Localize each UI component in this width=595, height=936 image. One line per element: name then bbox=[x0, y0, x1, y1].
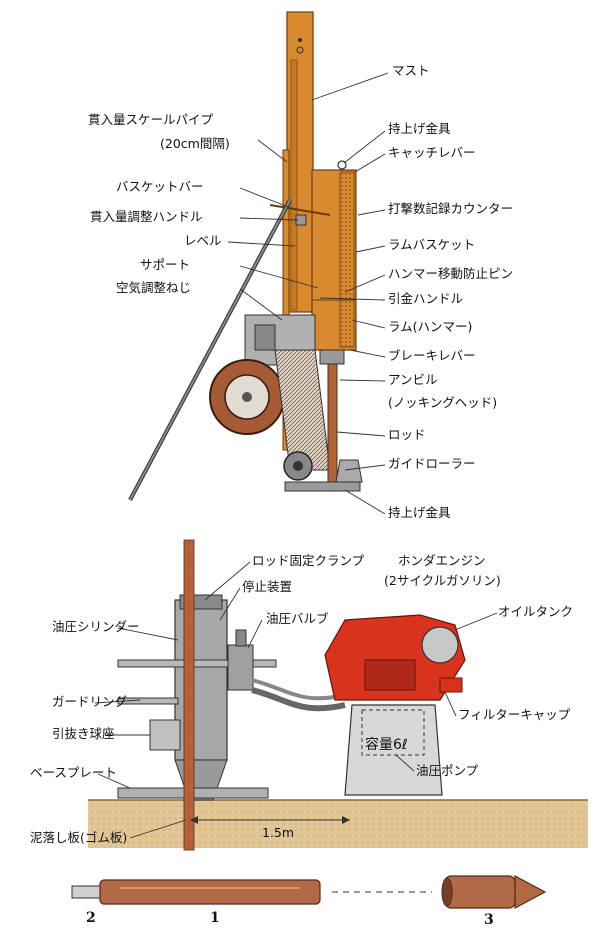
label-rod: ロッド bbox=[388, 427, 426, 442]
label-ram: ラム(ハンマー) bbox=[388, 319, 473, 334]
label-scale-interval: (20cm間隔) bbox=[160, 136, 230, 151]
label-brake-lever: ブレーキレバー bbox=[388, 348, 476, 363]
label-scale-pipe: 貫入量スケールパイプ bbox=[88, 112, 214, 127]
rod-part-number-1: 1 bbox=[210, 910, 220, 926]
pump-stand bbox=[344, 704, 443, 796]
label-mast: マスト bbox=[392, 63, 430, 78]
filter-cap bbox=[439, 677, 463, 693]
leader-lines-top bbox=[227, 72, 389, 515]
scale-pipe bbox=[282, 149, 290, 451]
label-blow-counter: 打撃数記録カウンター bbox=[388, 201, 514, 216]
label-lift-fitting-bottom: 持上げ金具 bbox=[388, 505, 451, 520]
label-knocking-head: (ノッキングヘッド) bbox=[388, 395, 498, 410]
rod-part-number-2: 2 bbox=[86, 910, 96, 926]
label-anvil: アンビル bbox=[388, 372, 438, 387]
label-filter-cap: フィルターキャップ bbox=[458, 707, 571, 722]
label-oil-tank: オイルタンク bbox=[498, 604, 574, 619]
rod bbox=[327, 363, 338, 483]
oil-tank bbox=[421, 626, 459, 664]
label-level: レベル bbox=[184, 233, 222, 248]
rod-parts bbox=[71, 875, 547, 909]
penetrometer-machine bbox=[128, 11, 363, 501]
rod-part-number-3: 3 bbox=[484, 912, 494, 928]
rod-segment bbox=[99, 879, 321, 905]
label-mud-plate: 泥落し板(ゴム板) bbox=[30, 830, 128, 845]
rod-through bbox=[183, 539, 195, 851]
label-hyd-cylinder: 油圧シリンダー bbox=[52, 619, 140, 634]
label-support: サポート bbox=[140, 257, 191, 272]
label-stop-device: 停止装置 bbox=[242, 579, 293, 594]
label-engine-type: (2サイクルガソリン) bbox=[384, 573, 501, 588]
label-hammer-stop-pin: ハンマー移動防止ピン bbox=[388, 266, 514, 281]
label-tank-capacity: 容量6ℓ bbox=[365, 737, 408, 753]
label-hyd-valve: 油圧バルブ bbox=[266, 611, 329, 626]
leader-lines-bottom bbox=[94, 561, 498, 839]
label-distance: 1.5m bbox=[262, 825, 295, 840]
label-base-plate: ベースプレート bbox=[30, 765, 117, 780]
rod-coupling bbox=[71, 885, 103, 899]
ground bbox=[88, 799, 588, 848]
cone-tip bbox=[444, 875, 516, 909]
hydraulic-puller bbox=[117, 539, 466, 851]
label-ball-seat: 引抜き球座 bbox=[52, 726, 115, 741]
label-guard-ring: ガードリング bbox=[52, 694, 128, 709]
label-basket-bar: バスケットバー bbox=[116, 179, 204, 194]
guard-ring-plate bbox=[117, 659, 277, 668]
hydraulic-valve bbox=[227, 644, 254, 691]
label-guide-roller: ガイドローラー bbox=[388, 456, 476, 471]
label-honda-engine: ホンダエンジン bbox=[398, 553, 486, 568]
label-catch-lever: キャッチレバー bbox=[388, 145, 476, 160]
label-ram-basket: ラムバスケット bbox=[388, 237, 476, 252]
label-rod-clamp: ロッド固定クランプ bbox=[252, 553, 365, 568]
label-pull-handle: 引金ハンドル bbox=[388, 291, 464, 306]
base-plate-top bbox=[284, 481, 361, 492]
label-hyd-pump: 油圧ポンプ bbox=[416, 763, 479, 778]
hydraulic-cylinder bbox=[174, 599, 228, 761]
label-air-screw: 空気調整ねじ bbox=[116, 280, 192, 295]
label-adjust-handle: 貫入量調整ハンドル bbox=[90, 209, 203, 224]
label-lift-fitting-top: 持上げ金具 bbox=[388, 121, 451, 136]
